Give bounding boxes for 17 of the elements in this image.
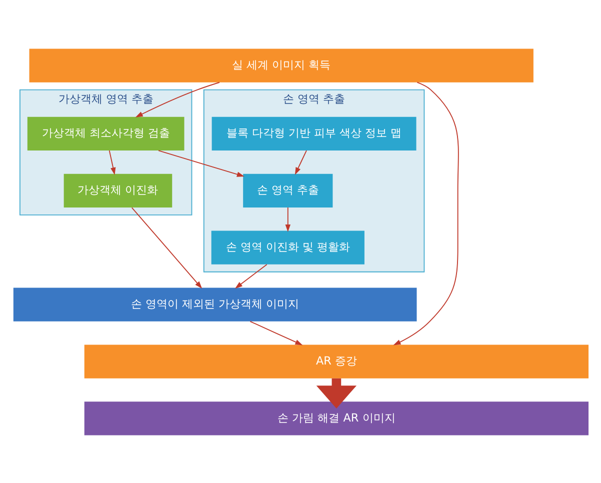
arrow xyxy=(285,206,291,232)
node-box: 손 영역 추출 xyxy=(243,173,333,207)
arrow xyxy=(316,378,357,408)
node-box: 블록 다각형 기반 피부 색상 정보 맵 xyxy=(212,116,416,150)
arrow xyxy=(131,206,202,288)
node-box: 가상객체 이진화 xyxy=(64,173,172,207)
arrow xyxy=(158,150,244,176)
arrow xyxy=(250,320,303,345)
node-box: 가상객체 최소사각형 검출 xyxy=(27,116,184,150)
node-box: 손 영역 이진화 및 평활화 xyxy=(211,230,364,264)
node-box: 실 세계 이미지 획득 xyxy=(29,48,534,82)
arrow xyxy=(294,150,307,174)
node-box: 손 가림 해결 AR 이미지 xyxy=(84,401,589,435)
arrow xyxy=(234,264,268,288)
node-box: AR 증강 xyxy=(84,344,589,378)
arrow xyxy=(108,150,116,175)
node-box: 손 영역이 제외된 가상객체 이미지 xyxy=(13,287,417,321)
